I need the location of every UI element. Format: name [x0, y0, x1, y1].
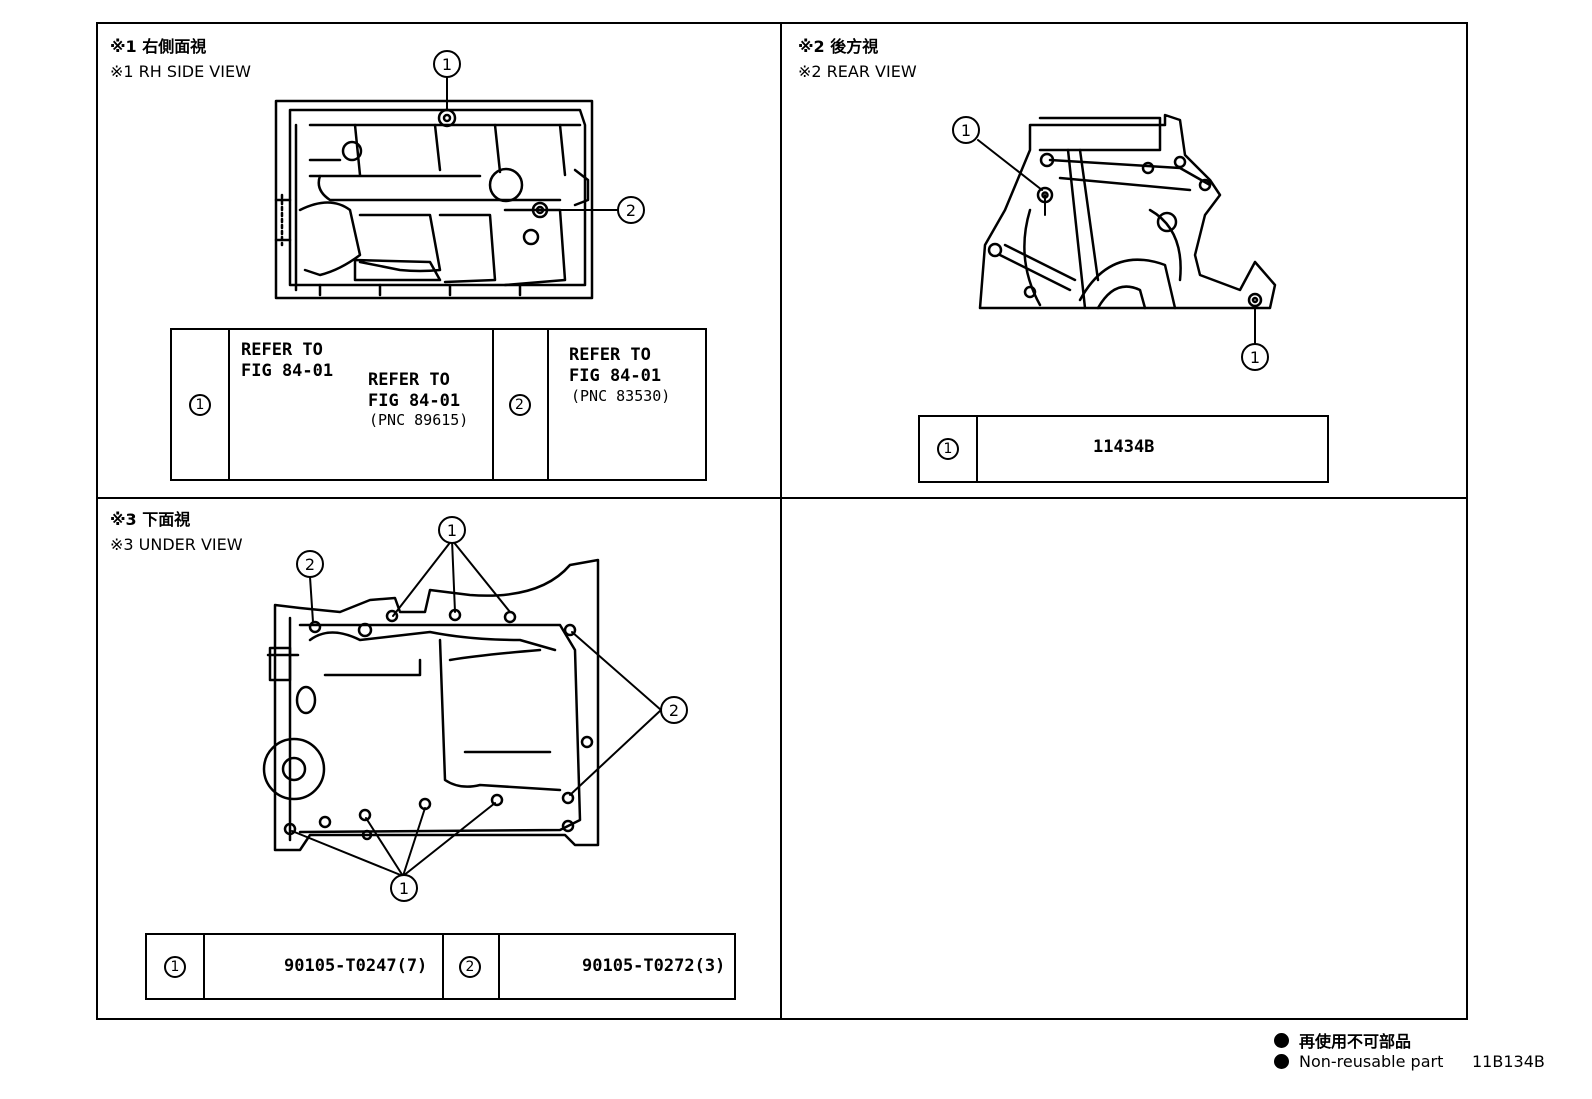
under-view-label: ※3 下面視 ※3 UNDER VIEW — [110, 507, 243, 557]
pnc-89615: (PNC 89615) — [369, 411, 469, 429]
under-parts-table: 1 90105-T0247(7) 2 90105-T0272(3) — [145, 933, 736, 1000]
legend-dot-icon — [1274, 1032, 1289, 1048]
under-table-body-1: 90105-T0247(7) — [203, 935, 444, 998]
rh-side-parts-table: 1 REFER TO FIG 84-01 REFER TO FIG 84-01 … — [170, 328, 707, 481]
rh-table-body-1: REFER TO FIG 84-01 REFER TO FIG 84-01 (P… — [228, 330, 494, 479]
rear-parts-table: 1 11434B — [918, 415, 1329, 483]
refer-to-fig-c[interactable]: REFER TO FIG 84-01 — [569, 345, 662, 386]
callout-1-under-bottom: 1 — [390, 874, 418, 902]
rear-view-en: ※2 REAR VIEW — [798, 62, 917, 81]
rh-side-block-drawing — [274, 99, 594, 300]
callout-2-under-table: 2 — [459, 955, 481, 978]
refer-to-fig-a[interactable]: REFER TO FIG 84-01 — [241, 340, 334, 381]
legend-non-reusable-en: Non-reusable part — [1274, 1052, 1443, 1071]
under-view-en: ※3 UNDER VIEW — [110, 535, 243, 554]
callout-1-rear-table: 1 — [937, 438, 959, 460]
callout-1-under-table: 1 — [164, 955, 186, 978]
rh-table-cell-1: 1 — [172, 330, 230, 479]
callout-2-under-left: 2 — [296, 550, 324, 578]
callout-1-table: 1 — [189, 393, 211, 416]
callout-2-table: 2 — [508, 393, 531, 416]
part-number-90105-t0272[interactable]: 90105-T0272(3) — [582, 956, 726, 976]
part-number-90105-t0247[interactable]: 90105-T0247(7) — [284, 956, 428, 976]
callout-1-rear-lower: 1 — [1241, 343, 1269, 371]
part-number-11434b[interactable]: 11434B — [1093, 437, 1155, 457]
legend-dot-icon — [1274, 1054, 1289, 1069]
panel-divider-horizontal — [96, 497, 1468, 499]
pnc-83530: (PNC 83530) — [571, 387, 671, 405]
rh-side-view-en: ※1 RH SIDE VIEW — [110, 62, 251, 81]
under-view-jp: ※3 下面視 — [110, 510, 191, 529]
rh-table-cell-2: 2 — [492, 330, 549, 479]
rear-table-body-1: 11434B — [976, 417, 1327, 481]
rh-side-view-label: ※1 右側面視 ※1 RH SIDE VIEW — [110, 34, 251, 84]
under-table-cell-1: 1 — [147, 935, 205, 998]
callout-1-rear-upper: 1 — [952, 116, 980, 144]
callout-2-under-right: 2 — [660, 696, 688, 724]
rh-table-body-2: REFER TO FIG 84-01 (PNC 83530) — [547, 330, 705, 479]
rear-view-label: ※2 後方視 ※2 REAR VIEW — [798, 34, 917, 84]
panel-divider-vertical — [780, 22, 782, 1020]
rear-view-jp: ※2 後方視 — [798, 37, 879, 56]
callout-1-rh-side: 1 — [433, 50, 461, 78]
callout-1-under-top: 1 — [438, 516, 466, 544]
under-table-cell-2: 2 — [442, 935, 500, 998]
rear-table-cell-1: 1 — [920, 417, 978, 481]
figure-code: 11B134B — [1472, 1052, 1545, 1071]
callout-2-rh-side: 2 — [617, 196, 645, 224]
rh-side-view-jp: ※1 右側面視 — [110, 37, 207, 56]
legend-non-reusable-jp: 再使用不可部品 — [1274, 1028, 1411, 1052]
refer-to-fig-b[interactable]: REFER TO FIG 84-01 — [368, 370, 461, 411]
rear-block-drawing — [978, 113, 1277, 310]
under-table-body-2: 90105-T0272(3) — [498, 935, 734, 998]
under-block-drawing — [262, 558, 600, 852]
diagram-frame — [96, 22, 1468, 1020]
